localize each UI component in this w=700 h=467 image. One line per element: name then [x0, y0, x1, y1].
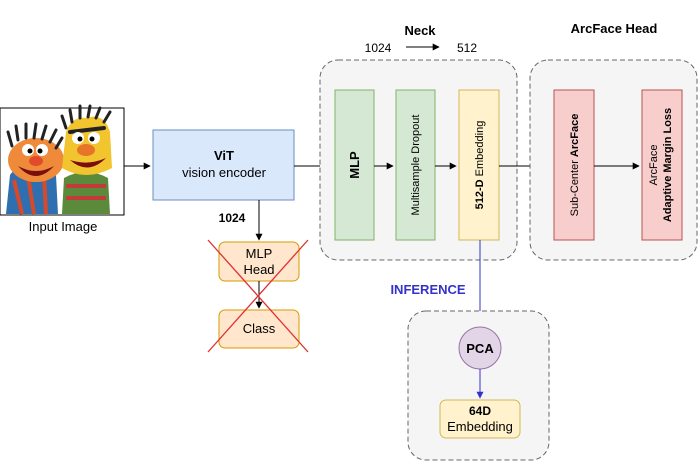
neck-embedding-bold: 512-D [474, 179, 486, 209]
neck-dropout-box [395, 89, 436, 241]
vit-box [152, 129, 295, 201]
input-image [0, 104, 125, 216]
inference-label: INFERENCE [390, 282, 465, 297]
left-puppet-illustration [6, 122, 64, 215]
mlp-head-line2: Head [243, 262, 274, 277]
neck-embedding-label: 512-D Embedding [474, 121, 486, 210]
subcenter-arcface-label: Sub-Center ArcFace [569, 114, 581, 217]
subcenter-arcface-box [553, 89, 595, 241]
vit-output-dim-label: 1024 [219, 211, 246, 225]
subcenter-bold: ArcFace [569, 114, 581, 157]
embed-64d-box [439, 399, 521, 439]
neck-dim-to: 512 [457, 41, 477, 55]
neck-dim-from: 1024 [365, 41, 392, 55]
arcface-head-title: ArcFace Head [571, 21, 658, 36]
embed-64d-line2: Embedding [447, 419, 513, 434]
class-label: Class [243, 321, 276, 336]
adaptive-margin-line1: ArcFace [648, 145, 660, 186]
vit-subtitle: vision encoder [182, 165, 266, 180]
neck-mlp-box [334, 89, 375, 241]
neck-title: Neck [404, 23, 436, 38]
adaptive-margin-line2: Adaptive Margin Loss [662, 108, 674, 222]
neck-embedding-box [458, 89, 500, 241]
vit-title: ViT [214, 148, 234, 163]
subcenter-plain: Sub-Center [569, 157, 581, 216]
neck-embedding-rest: Embedding [474, 121, 486, 180]
right-puppet-illustration [60, 104, 112, 214]
neck-dropout-label: Multisample Dropout [410, 115, 422, 216]
input-image-caption: Input Image [29, 219, 98, 234]
mlp-head-line1: MLP [246, 246, 273, 261]
neck-mlp-label: MLP [347, 151, 362, 179]
pca-label: PCA [466, 341, 494, 356]
adaptive-margin-box [641, 89, 683, 241]
disabled-branch-cross [207, 239, 309, 353]
embed-64d-line1: 64D [469, 404, 491, 418]
